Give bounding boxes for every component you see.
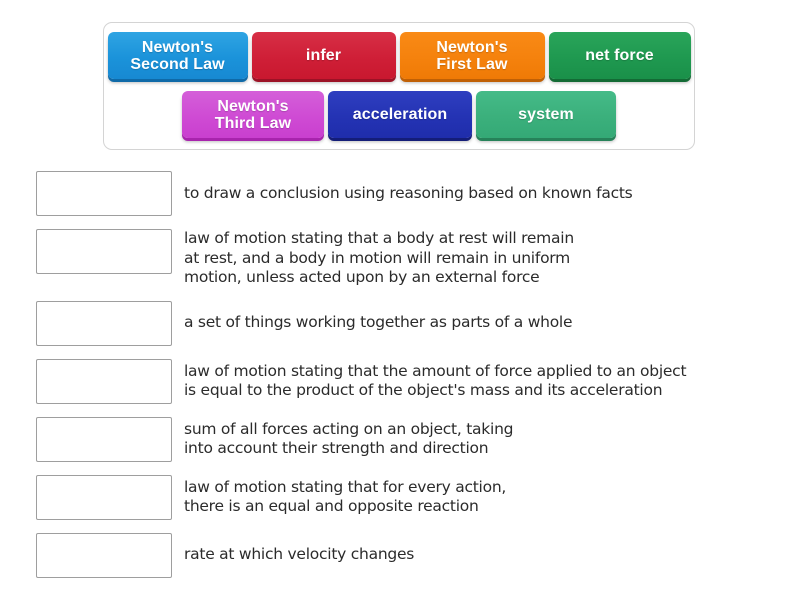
definition-row: rate at which velocity changes (36, 532, 776, 578)
word-bank-row-1: Newton's Second Law infer Newton's First L… (104, 32, 694, 80)
word-bank-container: Newton's Second Law infer Newton's First L… (103, 22, 695, 150)
word-tile-newton-s-third-law[interactable]: Newton's Third Law (182, 91, 324, 138)
word-tile-acceleration[interactable]: acceleration (328, 91, 472, 138)
definition-text: rate at which velocity changes (184, 545, 415, 564)
definition-text: sum of all forces acting on an object, t… (184, 419, 514, 458)
answer-drop-box-3[interactable] (36, 300, 172, 346)
definition-row: law of motion stating that for every act… (36, 474, 776, 520)
answer-drop-box-6[interactable] (36, 474, 172, 520)
definition-text: law of motion stating that for every act… (184, 477, 507, 516)
answer-drop-box-4[interactable] (36, 358, 172, 404)
definition-text: to draw a conclusion using reasoning bas… (184, 183, 633, 202)
definition-row: law of motion stating that the amount of… (36, 358, 776, 404)
answer-drop-box-1[interactable] (36, 171, 172, 216)
definition-row: to draw a conclusion using reasoning bas… (36, 171, 776, 216)
definition-text: a set of things working together as part… (184, 313, 573, 332)
word-tile-label: infer (305, 47, 342, 64)
answer-drop-box-7[interactable] (36, 532, 172, 578)
definition-list: to draw a conclusion using reasoning bas… (36, 171, 776, 591)
definition-row: law of motion stating that a body at res… (36, 229, 776, 288)
definition-text: law of motion stating that a body at res… (184, 229, 574, 286)
word-tile-system[interactable]: system (476, 91, 616, 138)
word-tile-label: Newton's First Law (436, 38, 508, 73)
word-tile-label: system (518, 106, 574, 123)
word-tile-infer[interactable]: infer (251, 32, 396, 79)
word-tile-label: acceleration (352, 106, 448, 123)
word-tile-label: net force (585, 47, 654, 64)
word-tile-newton-s-first-law[interactable]: Newton's First Law (399, 32, 545, 79)
answer-drop-box-2[interactable] (36, 229, 172, 274)
answer-drop-box-5[interactable] (36, 416, 172, 462)
word-tile-label: Newton's Second Law (130, 38, 225, 73)
definition-text: law of motion stating that the amount of… (184, 361, 687, 400)
word-bank-row-2: Newton's Third Law acceleration system (104, 91, 694, 139)
word-tile-net-force[interactable]: net force (548, 32, 691, 79)
definition-row: sum of all forces acting on an object, t… (36, 416, 776, 462)
word-tile-newton-s-second-law[interactable]: Newton's Second Law (107, 32, 248, 79)
word-tile-label: Newton's Third Law (214, 97, 292, 132)
definition-row: a set of things working together as part… (36, 300, 776, 346)
